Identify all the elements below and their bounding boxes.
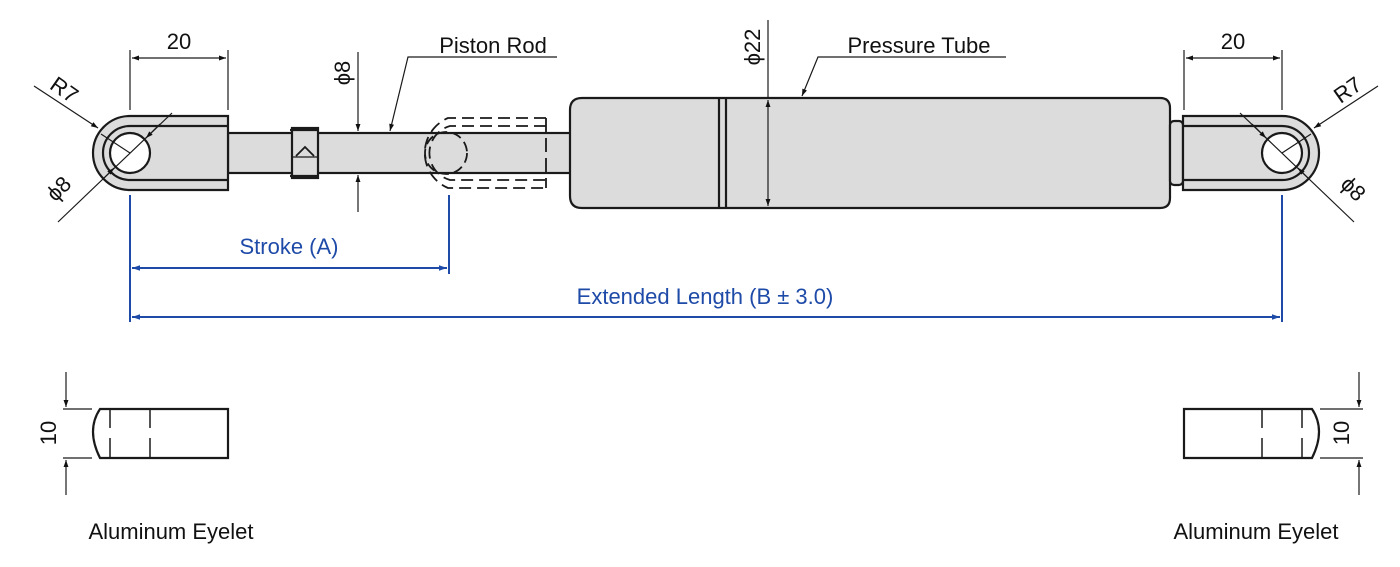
extended-length-dimension: Extended Length (B ± 3.0) — [132, 195, 1283, 322]
left-eyelet-thickness-label: 10 — [36, 421, 61, 445]
piston-rod-callout: Piston Rod — [389, 33, 557, 132]
pressure-tube-callout: Pressure Tube — [801, 33, 1006, 97]
right-eyelet-side-view — [1182, 407, 1321, 460]
right-eyelet-radius-label: R7 — [1329, 72, 1366, 109]
rod-diameter-label: ϕ8 — [330, 61, 355, 86]
piston-rod-label: Piston Rod — [439, 33, 547, 58]
right-eyelet-length-dimension: 20 — [1183, 29, 1283, 110]
right-hole-diameter-label: ϕ8 — [1336, 171, 1371, 206]
right-eyelet-thickness-label: 10 — [1329, 421, 1354, 445]
rod-nut — [290, 126, 320, 180]
rod-diameter-dimension: ϕ8 — [330, 52, 361, 212]
piston-rod — [226, 131, 575, 175]
stroke-label: Stroke (A) — [239, 234, 338, 259]
left-eyelet-length-label: 20 — [167, 29, 191, 54]
left-eyelet-side-view — [91, 407, 230, 460]
pressure-tube — [568, 96, 1172, 210]
tube-diameter-label: ϕ22 — [740, 29, 765, 66]
right-eyelet-length-label: 20 — [1221, 29, 1245, 54]
tube-diameter-dimension: ϕ22 — [740, 20, 771, 206]
retracted-eyelet-outline — [423, 117, 547, 189]
right-end-collar — [1168, 119, 1185, 187]
left-eyelet-caption: Aluminum Eyelet — [88, 519, 253, 544]
left-eyelet-length-dimension: 20 — [129, 29, 229, 110]
left-eyelet-radius-label: R7 — [46, 72, 83, 109]
pressure-tube-label: Pressure Tube — [847, 33, 990, 58]
left-hole-diameter-label: ϕ8 — [41, 171, 76, 206]
right-eyelet-thickness-dimension: 10 — [1320, 372, 1363, 495]
left-eyelet-thickness-dimension: 10 — [36, 372, 92, 495]
right-eyelet — [1181, 114, 1321, 192]
right-eyelet-caption: Aluminum Eyelet — [1173, 519, 1338, 544]
left-eyelet — [91, 114, 230, 192]
extended-length-label: Extended Length (B ± 3.0) — [577, 284, 834, 309]
stroke-dimension: Stroke (A) — [129, 195, 450, 322]
